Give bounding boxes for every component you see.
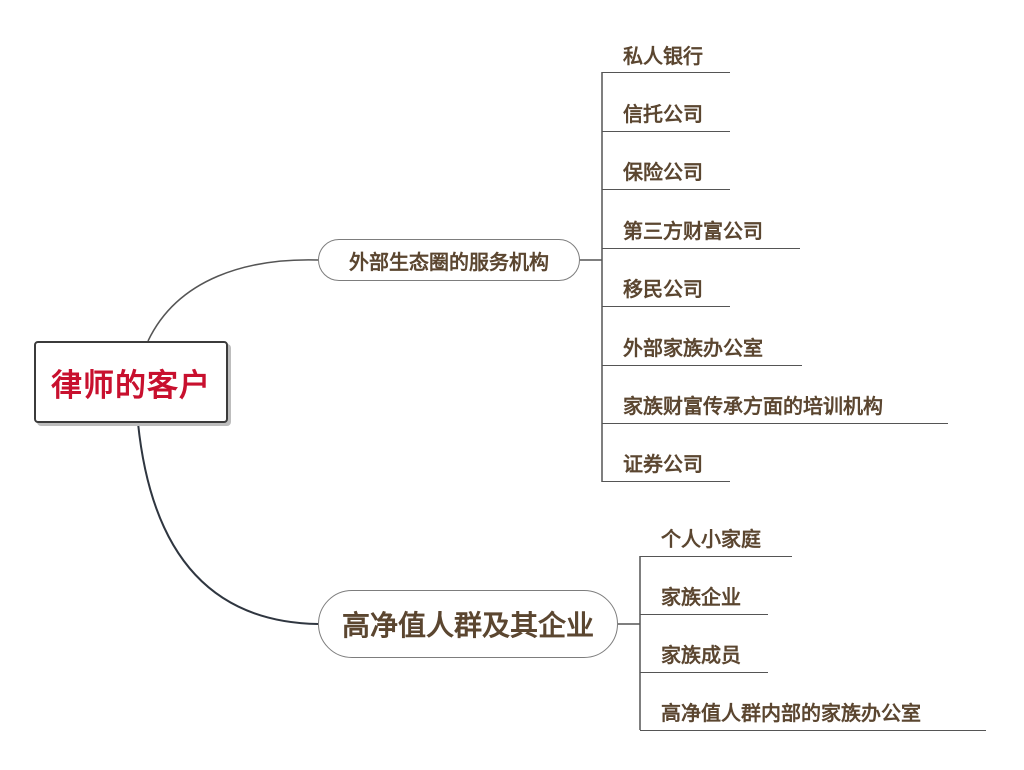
leaf-nuclear-family[interactable]: 个人小家庭 (661, 527, 761, 551)
leaf-training-institution[interactable]: 家族财富传承方面的培训机构 (623, 394, 883, 418)
leaf-underline (640, 614, 768, 615)
leaf-underline (602, 131, 730, 132)
leaf-internal-family-office[interactable]: 高净值人群内部的家族办公室 (661, 701, 921, 725)
leaf-external-family-office[interactable]: 外部家族办公室 (623, 336, 763, 360)
connector-root-to-branch-2 (137, 422, 319, 625)
leaf-underline (640, 730, 986, 731)
leaf-underline (602, 189, 730, 190)
connector-root-to-branch-1 (147, 259, 319, 342)
leaf-underline (640, 672, 768, 673)
leaf-third-party-wealth[interactable]: 第三方财富公司 (623, 219, 763, 243)
leaf-family-members[interactable]: 家族成员 (661, 643, 741, 667)
leaf-underline (602, 481, 730, 482)
leaf-underline (602, 248, 800, 249)
leaf-immigration-company[interactable]: 移民公司 (623, 277, 703, 301)
branch-node-external-ecosystem[interactable]: 外部生态圈的服务机构 (318, 239, 580, 281)
leaf-underline (602, 423, 948, 424)
root-node[interactable]: 律师的客户 (34, 341, 228, 423)
leaf-underline (640, 556, 792, 557)
leaf-underline (602, 365, 802, 366)
leaf-family-enterprise[interactable]: 家族企业 (661, 585, 741, 609)
leaf-underline (602, 306, 730, 307)
branch-node-high-net-worth[interactable]: 高净值人群及其企业 (318, 590, 618, 658)
leaf-insurance-company[interactable]: 保险公司 (623, 160, 703, 184)
leaf-trust-company[interactable]: 信托公司 (623, 102, 703, 126)
leaf-private-bank[interactable]: 私人银行 (623, 44, 703, 68)
leaf-securities-company[interactable]: 证券公司 (623, 452, 703, 476)
leaf-underline (602, 72, 730, 73)
